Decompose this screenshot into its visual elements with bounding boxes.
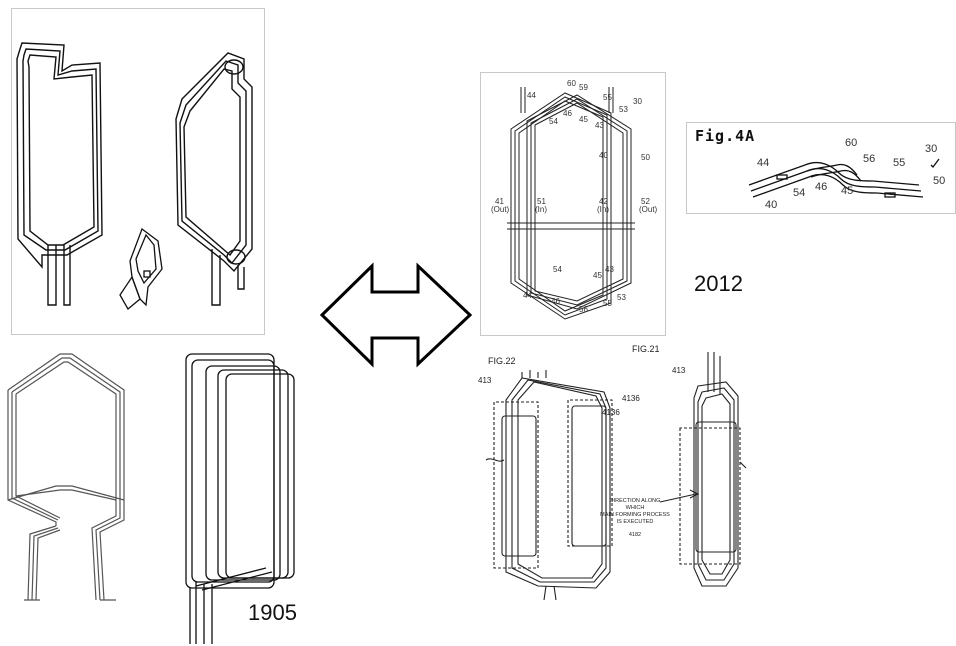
fig4a-label: 55	[893, 157, 906, 169]
fig4a-label: 56	[863, 153, 876, 165]
fig22-title: FIG.22	[488, 356, 516, 366]
fig21-title: FIG.21	[632, 344, 660, 354]
process-note-line: DIRECTION ALONG WHICH	[609, 498, 661, 511]
patent-label: 42	[599, 197, 608, 206]
patent-label: 55	[603, 93, 612, 102]
fig22-panel: FIG.22 413 4136 4136 DIRECTION ALONG WHI…	[476, 342, 676, 604]
fig4a-drawing	[748, 158, 940, 198]
patent-label: 53	[617, 293, 626, 302]
process-note: DIRECTION ALONG WHICH MAIN FORMING PROCE…	[600, 498, 670, 539]
patent-label: 55	[603, 299, 612, 308]
fig4a-label: 44	[757, 157, 770, 169]
patent-label: 54	[549, 117, 558, 126]
patent-coil-panel: 60 44 59 55 30 53 54 46 45 43 40 50 41 (…	[480, 72, 666, 336]
multi-loop-coil-sketch	[176, 348, 306, 646]
fig21-drawing	[659, 352, 747, 587]
patent-label: 40	[599, 151, 608, 160]
patent-label: (Out)	[491, 205, 510, 214]
fig22-drawing	[485, 370, 613, 601]
fig21-label: 413	[672, 366, 686, 375]
patent-label: 44	[523, 291, 532, 300]
patent-label: 41	[495, 197, 504, 206]
process-note-code: 4182	[628, 532, 642, 538]
patent-label: 43	[605, 265, 614, 274]
multi-loop-coil-drawing	[185, 353, 295, 644]
historic-coil-drawings	[16, 42, 253, 310]
patent-label: 43	[595, 121, 604, 130]
patent-label: 59	[579, 83, 588, 92]
patent-label: 52	[641, 197, 650, 206]
fig22-label: 413	[478, 376, 492, 385]
patent-label: 45	[593, 271, 602, 280]
fig4a-label: 54	[793, 187, 806, 199]
patent-label: 50	[641, 153, 650, 162]
year-2012-label: 2012	[694, 271, 743, 296]
fig4a-label: 50	[933, 175, 946, 187]
patent-label: 46	[563, 109, 572, 118]
patent-label: (In)	[535, 205, 547, 214]
patent-label: 44	[527, 91, 536, 100]
fig22-label: 4136	[622, 394, 640, 403]
year-1905-label: 1905	[248, 600, 297, 625]
fig4a-label: 45	[841, 185, 854, 197]
patent-label: 54	[553, 265, 562, 274]
historic-coil-panel	[11, 8, 265, 335]
patent-label: 56	[579, 305, 588, 314]
fig4a-label: 40	[765, 199, 778, 211]
hexagonal-coil-drawing	[7, 353, 125, 601]
patent-label: 45	[579, 115, 588, 124]
patent-label: 46	[551, 297, 560, 306]
fig4a-panel: Fig.4A 60 44 56 55 30 50 46 45 54 40	[686, 122, 956, 214]
fig4a-title: Fig.4A	[695, 127, 756, 145]
hexagonal-coil-sketch	[0, 350, 140, 610]
fig21-panel: FIG.21 413	[626, 342, 752, 604]
fig4a-label: 46	[815, 181, 828, 193]
patent-label: (Out)	[639, 205, 658, 214]
patent-coil-drawing	[507, 87, 635, 320]
double-arrow-icon	[318, 262, 478, 368]
process-note-line: IS EXECUTED	[616, 519, 654, 525]
patent-label: 51	[537, 197, 546, 206]
patent-label: 60	[567, 79, 576, 88]
patent-label: (In)	[597, 205, 609, 214]
fig4a-label: 30	[925, 143, 938, 155]
patent-label: 30	[633, 97, 642, 106]
patent-label: 53	[619, 105, 628, 114]
process-note-line: MAIN FORMING PROCESS	[600, 512, 670, 518]
fig4a-label: 60	[845, 137, 858, 149]
fig22-label: 4136	[602, 408, 620, 417]
